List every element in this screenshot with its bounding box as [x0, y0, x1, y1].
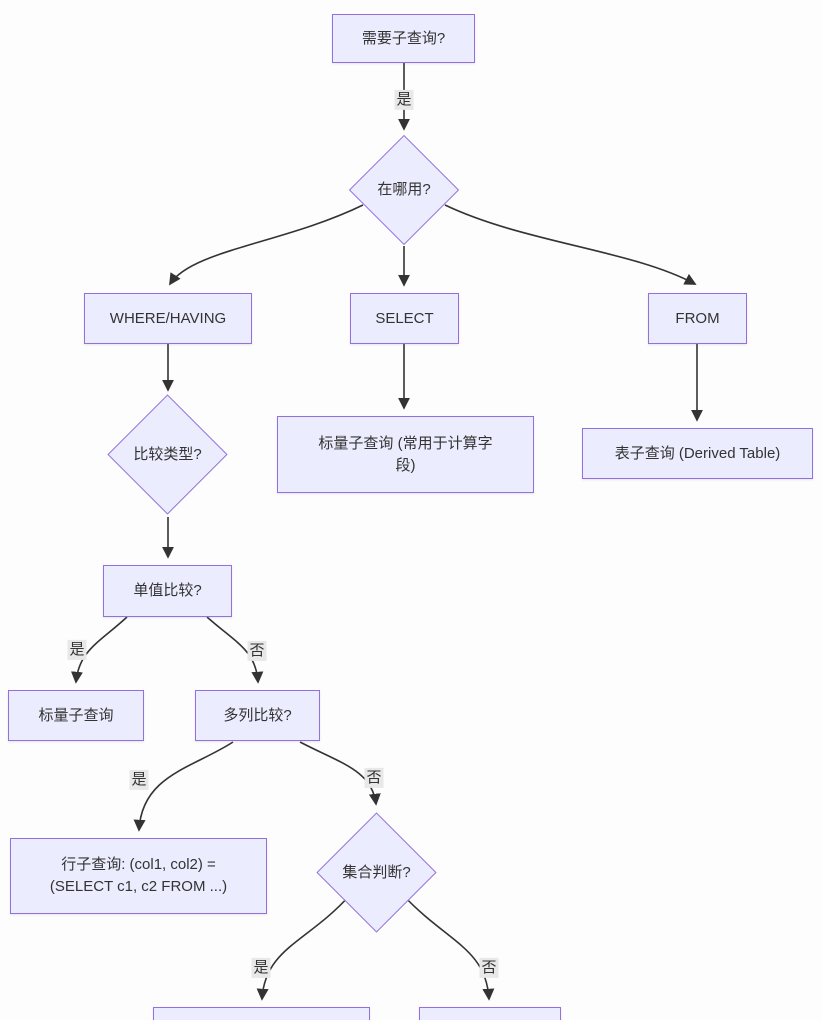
node-need-subquery: 需要子查询?: [332, 14, 475, 63]
node-label: 标量子查询: [38, 706, 114, 724]
node-label: WHERE/HAVING: [109, 309, 227, 327]
node-label: FROM: [675, 309, 720, 327]
node-where-having: WHERE/HAVING: [84, 293, 252, 344]
node-bottom-right-cutoff: [419, 1007, 561, 1020]
node-single-value-compare: 单值比较?: [103, 565, 232, 617]
edge-setjudge-to-bottomleft: [256, 894, 351, 1001]
node-label: 单值比较?: [133, 582, 202, 600]
edge-singlevalue-to-multicol: [206, 616, 264, 684]
node-where-used-decision: 在哪用?: [348, 134, 460, 246]
edge-label-yes: 是: [251, 957, 271, 979]
edge-label-yes: 是: [67, 639, 87, 661]
edge-label-no: 否: [364, 767, 384, 789]
node-row-subquery: 行子查询: (col1, col2) = (SELECT c1, c2 FROM…: [10, 838, 267, 914]
node-label: 行子查询: (col1, col2) = (SELECT c1, c2 FROM…: [49, 856, 228, 895]
node-label: 集合判断?: [342, 863, 411, 881]
edge-whereused-to-wherehaving: [169, 204, 364, 286]
node-scalar-subquery: 标量子查询: [8, 690, 144, 741]
node-label: 多列比较?: [223, 706, 292, 724]
edge-setjudge-to-bottomright: [402, 894, 495, 1001]
edge-label-no: 否: [247, 640, 267, 662]
node-label: 需要子查询?: [361, 29, 446, 47]
node-select-clause: SELECT: [350, 293, 459, 344]
edge-multicol-to-rowsub: [133, 741, 234, 832]
node-compare-type-decision: 比较类型?: [107, 394, 228, 515]
node-label: 表子查询 (Derived Table): [614, 444, 781, 462]
node-bottom-left-cutoff: [153, 1007, 370, 1020]
node-label: 在哪用?: [377, 181, 431, 199]
node-derived-table: 表子查询 (Derived Table): [582, 428, 813, 479]
edge-label-yes: 是: [394, 89, 414, 111]
node-label: 标量子查询 (常用于计算字段): [318, 434, 493, 474]
node-multi-column-compare: 多列比较?: [195, 690, 320, 741]
edge-whereused-to-from: [444, 204, 697, 285]
edge-singlevalue-to-scalarsub: [70, 616, 128, 684]
node-from-clause: FROM: [648, 293, 747, 344]
node-label: 比较类型?: [133, 445, 202, 463]
edge-label-yes: 是: [129, 769, 149, 791]
node-label: SELECT: [375, 309, 434, 327]
edge-multicol-to-setjudge: [299, 741, 381, 806]
edge-label-no: 否: [479, 957, 499, 979]
node-set-judgement-decision: 集合判断?: [316, 812, 437, 933]
node-scalar-subquery-calc-field: 标量子查询 (常用于计算字段): [277, 416, 534, 493]
